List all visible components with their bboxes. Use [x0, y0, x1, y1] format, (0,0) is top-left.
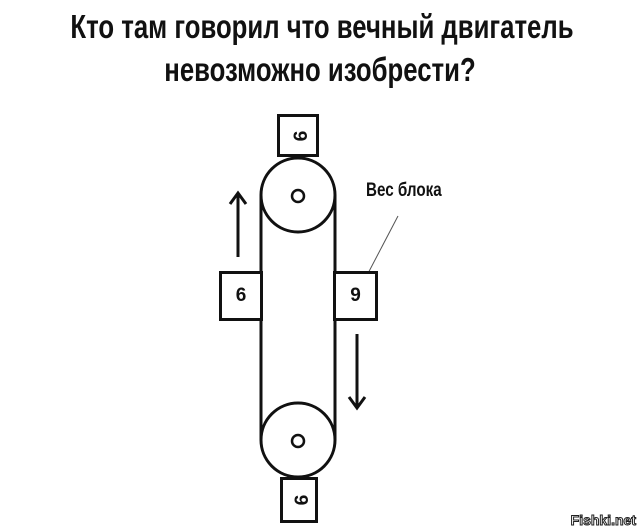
top-weight-block: 9	[277, 114, 319, 157]
title-line-1: Кто там говорил что вечный двигатель	[70, 8, 574, 45]
top-weight-value: 9	[287, 130, 309, 141]
up-arrow	[228, 190, 248, 257]
title-line-2: невозможно изобрести?	[164, 51, 476, 88]
top-pulley	[259, 156, 337, 234]
bottom-weight-value: 9	[288, 494, 310, 506]
bottom-weight-block: 9	[280, 477, 318, 523]
block-weight-annotation: Вес блока	[366, 180, 442, 201]
right-weight-block: 9	[333, 271, 378, 321]
left-weight-value: 6	[235, 285, 247, 306]
right-weight-value: 9	[350, 285, 361, 306]
top-pulley-axle	[290, 188, 306, 204]
bottom-pulley	[259, 401, 337, 479]
watermark: Fishki.net	[570, 512, 636, 529]
down-arrow	[347, 334, 367, 411]
left-weight-block: 6	[219, 271, 263, 321]
bottom-pulley-axle	[290, 433, 306, 449]
annotation-leader-line	[363, 215, 399, 282]
